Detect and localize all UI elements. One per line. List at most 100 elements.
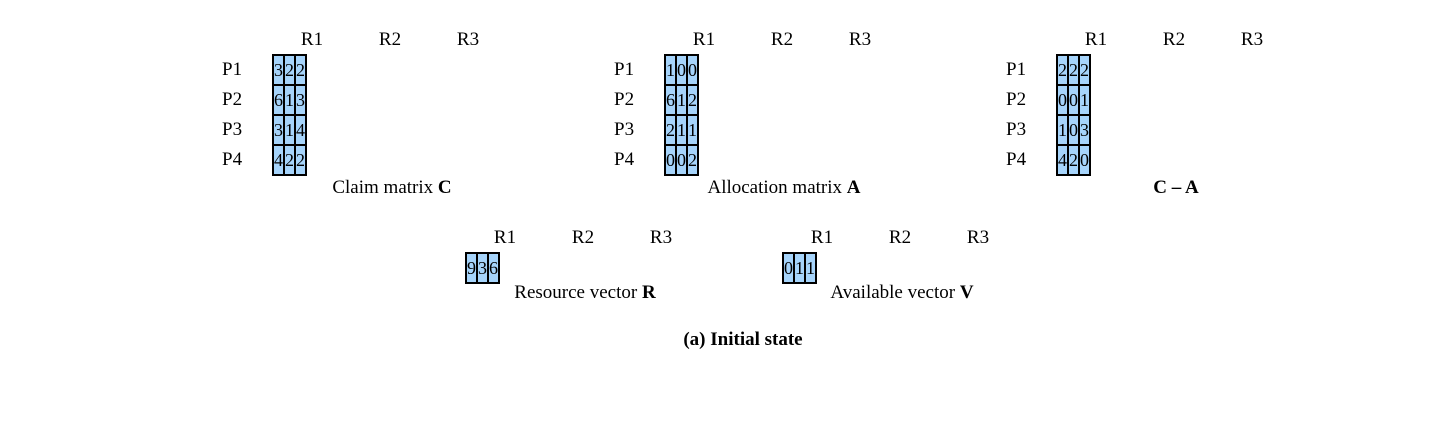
matrix-cell: 4 [294,114,307,146]
column-header-r3: R3 [649,227,673,248]
matrix-row: 1 0 0 [664,54,699,86]
need-column-headers: R1 R2 R3 [1057,29,1291,51]
vector-cell: 9 [465,252,478,284]
row-label-p2: P2 [1006,89,1027,110]
caption-text: Resource vector [514,282,642,303]
column-header-r2: R2 [888,227,912,248]
row-label-p1: P1 [1006,59,1027,80]
vector-row: 0 1 1 [782,252,817,284]
need-matrix-caption: C – A [1056,177,1296,199]
matrix-cell: 6 [272,84,285,116]
row-label-p3: P3 [222,119,243,140]
row-label-p2: P2 [614,89,635,110]
row-label-p1: P1 [614,59,635,80]
matrix-cell: 2 [686,144,699,176]
vector-cell: 1 [804,252,817,284]
resource-vector-grid: 9 3 6 [465,252,500,284]
caption-symbol: A [846,177,861,198]
matrix-row: 3 2 2 [272,54,307,86]
column-header-r2: R2 [1162,29,1186,50]
need-matrix-grid: 2 2 2 0 0 1 1 0 3 4 2 0 [1056,54,1091,176]
vector-cell: 6 [487,252,500,284]
row-label-p3: P3 [614,119,635,140]
column-header-r2: R2 [571,227,595,248]
claim-matrix-grid: 3 2 2 6 1 3 3 1 4 4 2 2 [272,54,307,176]
column-header-r1: R1 [300,29,324,50]
matrix-cell: 1 [675,114,688,146]
column-header-r1: R1 [1084,29,1108,50]
matrix-cell: 6 [664,84,677,116]
matrix-cell: 2 [294,144,307,176]
matrix-cell: 2 [294,54,307,86]
matrix-cell: 0 [675,54,688,86]
resource-vector-caption: Resource vector R [465,282,705,304]
matrix-cell: 3 [294,84,307,116]
caption-text: Allocation matrix [707,177,847,198]
allocation-matrix-caption: Allocation matrix A [664,177,904,199]
matrix-cell: 1 [1078,84,1091,116]
caption-text: Available vector [830,282,960,303]
matrix-row: 2 2 2 [1056,54,1091,86]
column-header-r3: R3 [848,29,872,50]
matrix-cell: 2 [686,84,699,116]
row-label-p4: P4 [1006,149,1027,170]
matrix-cell: 1 [675,84,688,116]
vector-cell: 1 [793,252,806,284]
column-header-r2: R2 [770,29,794,50]
matrix-cell: 2 [664,114,677,146]
matrix-cell: 0 [686,54,699,86]
matrix-cell: 1 [686,114,699,146]
allocation-matrix-grid: 1 0 0 6 1 2 2 1 1 0 0 2 [664,54,699,176]
matrix-row: 6 1 3 [272,84,307,116]
claim-matrix-caption: Claim matrix C [272,177,512,199]
resource-column-headers: R1 R2 R3 [466,227,700,249]
caption-symbol: V [959,282,974,303]
available-column-headers: R1 R2 R3 [783,227,1017,249]
matrix-row: 0 0 1 [1056,84,1091,116]
column-header-r1: R1 [493,227,517,248]
matrix-cell: 0 [1067,114,1080,146]
column-header-r1: R1 [810,227,834,248]
column-header-r3: R3 [1240,29,1264,50]
caption-symbol: C – A [1153,177,1199,198]
matrix-cell: 2 [1067,144,1080,176]
caption-symbol: C [437,177,452,198]
matrix-row: 6 1 2 [664,84,699,116]
vector-row: 9 3 6 [465,252,500,284]
matrix-cell: 2 [283,144,296,176]
matrix-cell: 1 [283,84,296,116]
matrix-row: 1 0 3 [1056,114,1091,146]
matrix-cell: 3 [272,114,285,146]
matrix-cell: 1 [1056,114,1069,146]
available-vector-grid: 0 1 1 [782,252,817,284]
available-vector-caption: Available vector V [782,282,1022,304]
matrix-cell: 0 [1056,84,1069,116]
matrix-row: 3 1 4 [272,114,307,146]
column-header-r3: R3 [456,29,480,50]
matrix-cell: 0 [675,144,688,176]
column-header-r3: R3 [966,227,990,248]
matrix-cell: 0 [664,144,677,176]
matrix-cell: 2 [1078,54,1091,86]
row-label-p4: P4 [222,149,243,170]
matrix-row: 0 0 2 [664,144,699,176]
claim-column-headers: R1 R2 R3 [273,29,507,51]
matrix-cell: 0 [1078,144,1091,176]
row-label-p1: P1 [222,59,243,80]
matrix-cell: 0 [1067,84,1080,116]
caption-text: Claim matrix [332,177,438,198]
matrix-cell: 2 [1067,54,1080,86]
matrix-row: 2 1 1 [664,114,699,146]
vector-cell: 3 [476,252,489,284]
matrix-row: 4 2 2 [272,144,307,176]
column-header-r2: R2 [378,29,402,50]
vector-cell: 0 [782,252,795,284]
matrix-cell: 3 [272,54,285,86]
row-label-p4: P4 [614,149,635,170]
matrix-cell: 4 [1056,144,1069,176]
allocation-column-headers: R1 R2 R3 [665,29,899,51]
row-label-p3: P3 [1006,119,1027,140]
row-label-p2: P2 [222,89,243,110]
matrix-cell: 2 [1056,54,1069,86]
matrix-cell: 1 [283,114,296,146]
